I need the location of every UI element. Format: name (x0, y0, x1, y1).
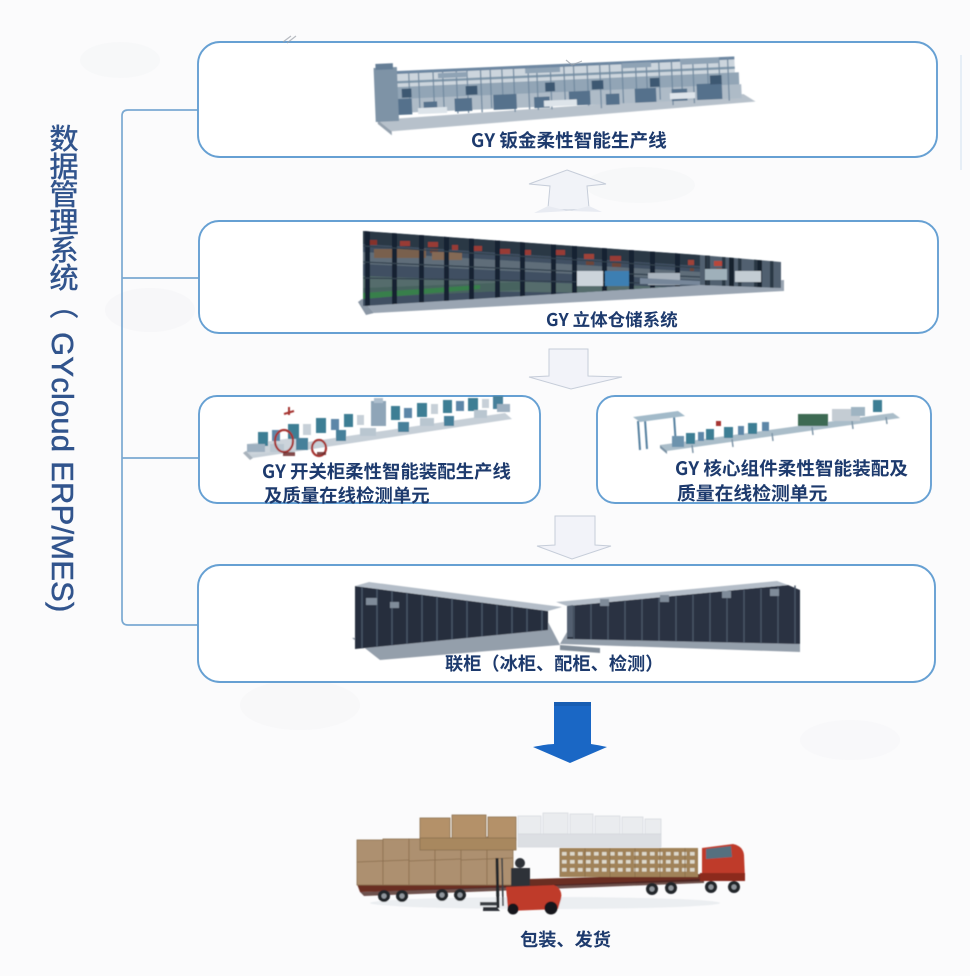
svg-text:GYcloud ERP/MES): GYcloud ERP/MES) (45, 332, 80, 613)
